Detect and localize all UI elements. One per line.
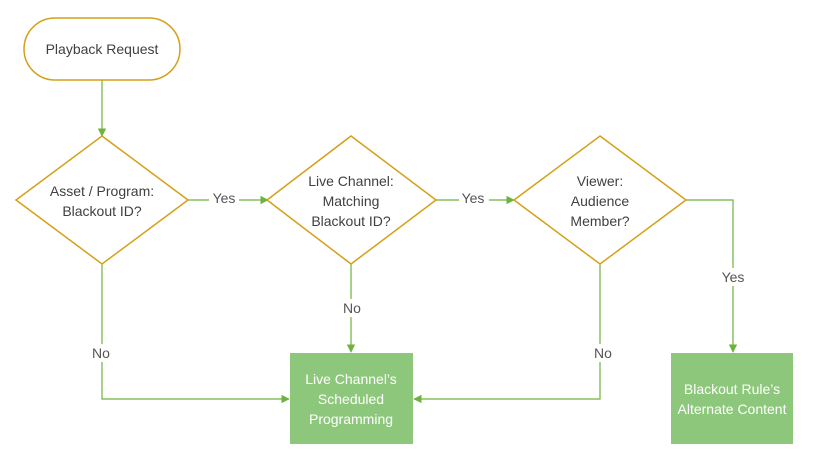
asset-decision-line1: Asset / Program: [50, 183, 154, 199]
channel-decision-line3: Blackout ID? [311, 213, 391, 229]
alternate-result-line1: Blackout Rule’s [684, 381, 780, 397]
asset-decision: Asset / Program: Blackout ID? [14, 135, 190, 265]
start-node-label: Playback Request [46, 41, 159, 57]
channel-decision: Live Channel: Matching Blackout ID? [265, 135, 438, 265]
viewer-decision-line1: Viewer: [577, 173, 623, 189]
viewer-yes-label: Yes [722, 269, 745, 285]
channel-decision-shape [265, 135, 438, 265]
start-node-shape [23, 17, 181, 81]
viewer-decision-line3: Member? [570, 213, 629, 229]
alternate-result-line2: Alternate Content [678, 401, 787, 417]
asset-decision-shape [14, 135, 190, 265]
alternate-result-shape [671, 353, 793, 444]
asset-decision-line2: Blackout ID? [62, 203, 142, 219]
scheduled-result: Live Channel’s Scheduled Programming [290, 353, 413, 444]
start-node: Playback Request [23, 17, 181, 81]
channel-decision-line2: Matching [323, 193, 380, 209]
edges [97, 80, 738, 404]
scheduled-result-line3: Programming [309, 411, 393, 427]
channel-decision-line1: Live Channel: [308, 173, 394, 189]
edge-viewer-yes [686, 199, 738, 353]
edge-asset-no [101, 264, 290, 404]
scheduled-result-line1: Live Channel’s [305, 371, 397, 387]
edge-viewer-no [413, 264, 601, 404]
viewer-decision-line2: Audience [571, 193, 630, 209]
scheduled-result-line2: Scheduled [318, 391, 384, 407]
viewer-decision-shape [512, 135, 688, 265]
channel-yes-label: Yes [462, 190, 485, 206]
scheduled-result-shape [290, 353, 413, 444]
viewer-no-label: No [594, 345, 612, 361]
asset-no-label: No [92, 345, 110, 361]
channel-no-label: No [343, 300, 361, 316]
asset-yes-label: Yes [213, 190, 236, 206]
viewer-decision: Viewer: Audience Member? [512, 135, 688, 265]
alternate-result: Blackout Rule’s Alternate Content [671, 353, 793, 444]
edge-labels: Yes Yes Yes No No No [88, 190, 749, 362]
